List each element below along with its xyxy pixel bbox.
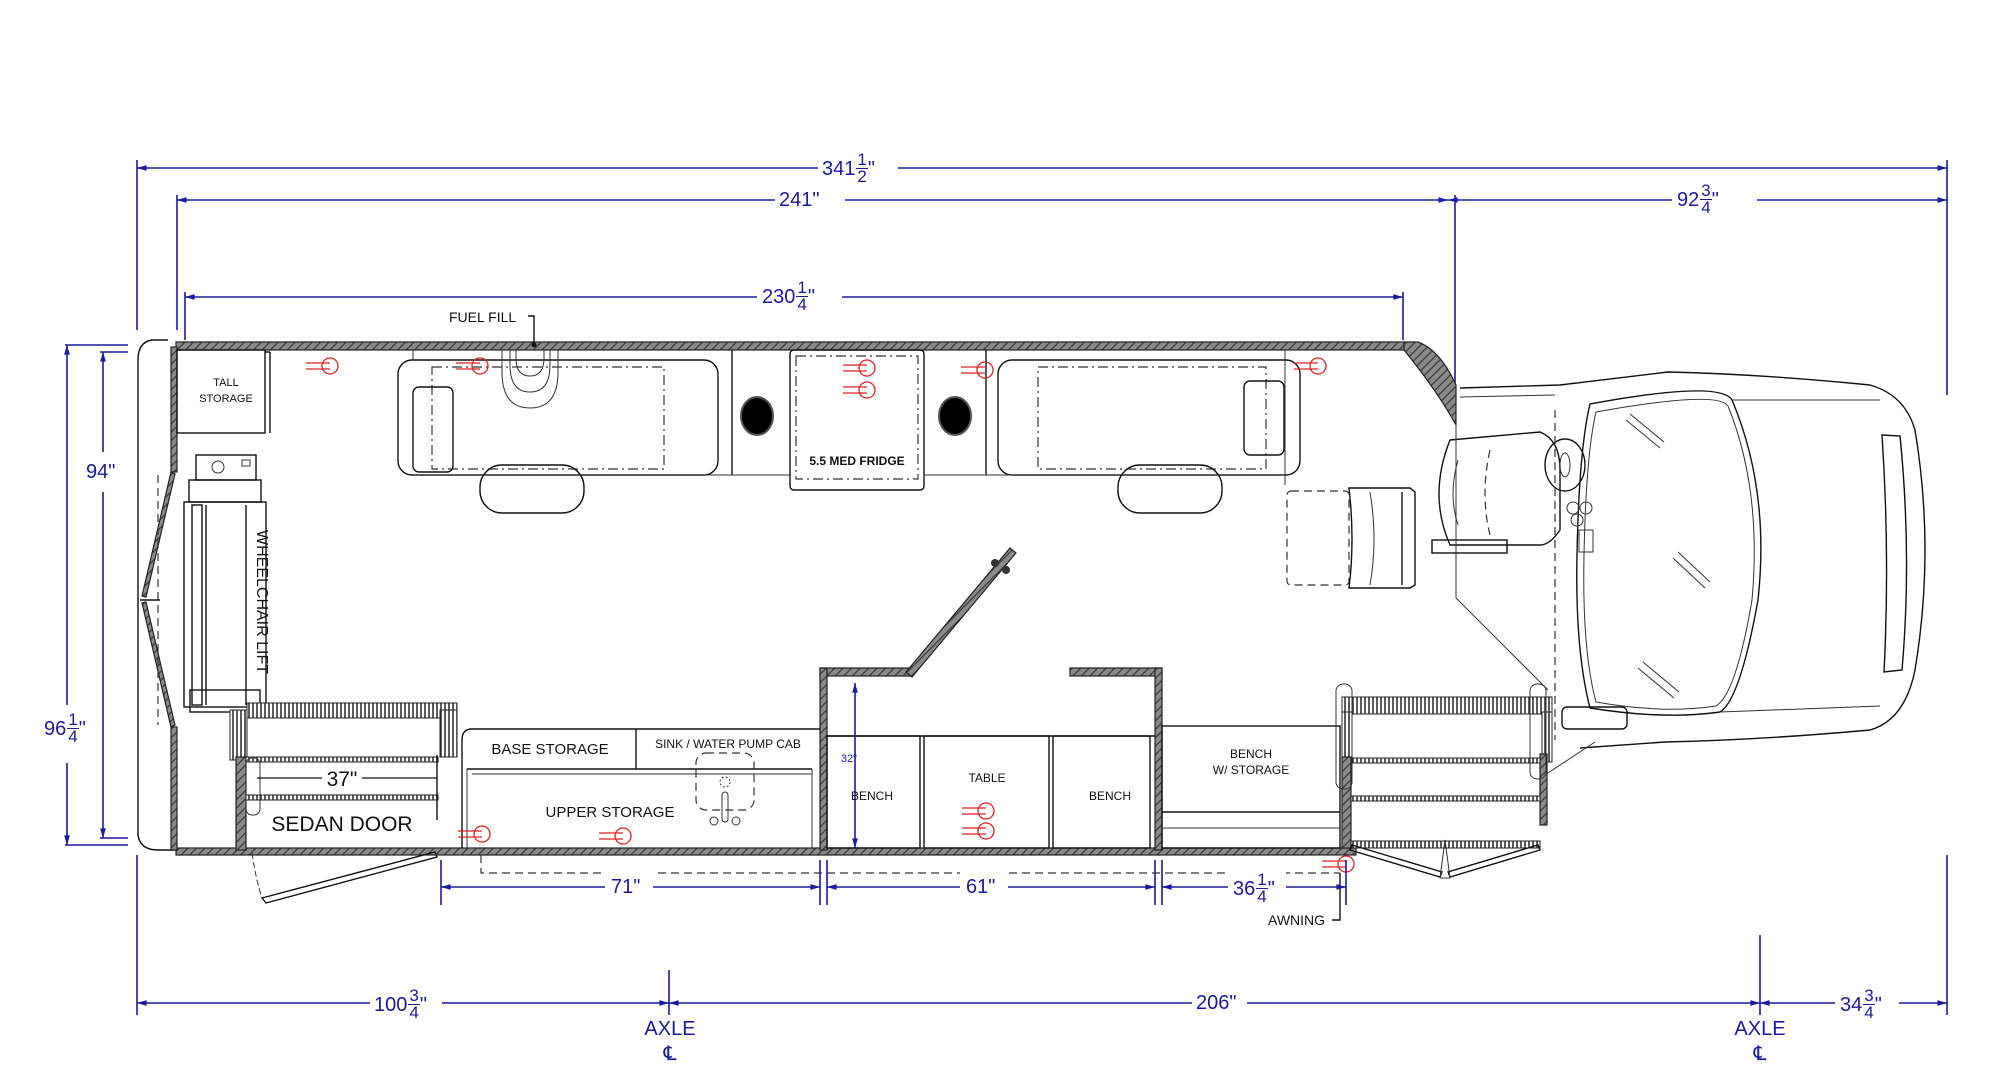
outlet-icon (962, 822, 995, 840)
door-width-label: 37" (327, 768, 358, 791)
outlet-icon (962, 802, 995, 820)
dimension-body-length (176, 180, 1947, 385)
partition-wall-with-door (819, 547, 1163, 851)
dimension-axles (136, 855, 1948, 1027)
bench-right-label: BENCH (1089, 789, 1131, 803)
wheelbase-label: 206" (1196, 992, 1237, 1014)
outlet-icon (1322, 855, 1355, 873)
base-storage-label: BASE STORAGE (491, 741, 608, 758)
centerline-icon: ℄ (663, 1043, 677, 1065)
front-axle-centerline: AXLE ℄ (1730, 1017, 1790, 1067)
outlet-icon (843, 381, 876, 399)
bench-left-label: BENCH (851, 789, 893, 803)
tall-storage-label-1: TALL (213, 377, 238, 389)
outlet-icon (1294, 357, 1327, 375)
bench-storage-label-2: W/ STORAGE (1213, 763, 1289, 777)
cab-partition (1455, 425, 1549, 691)
bench-with-storage: BENCH W/ STORAGE (1161, 725, 1341, 849)
outlet-icon (306, 357, 339, 375)
sink (695, 752, 755, 826)
vehicle-cab (1459, 371, 1926, 776)
awning-label: AWNING (1268, 912, 1325, 928)
dimension-widths (40, 344, 128, 846)
outlet-icon (456, 357, 489, 375)
wheelchair-lift: WHEELCHAIR LIFT (183, 454, 270, 713)
body-length-label: 241" (779, 189, 820, 211)
medical-fridge: 5.5 MED FRIDGE (789, 349, 925, 491)
outlet-icon (458, 825, 491, 843)
wheelchair-lift-label: WHEELCHAIR LIFT (253, 530, 270, 674)
dinette: 32" BENCH TABLE BENCH (826, 683, 1155, 849)
tall-storage-label-2: STORAGE (199, 393, 253, 405)
rear-axle-label: AXLE (644, 1018, 696, 1040)
med-fridge-label: 5.5 MED FRIDGE (809, 454, 904, 468)
tall-storage-cabinet: TALL STORAGE (176, 349, 271, 434)
interior-width-label: 94" (86, 461, 116, 483)
outlet-icon (599, 827, 632, 845)
cabinet-divider-right (924, 350, 1005, 476)
dimension-segments (440, 860, 1347, 910)
electrical-outlets (306, 357, 1355, 873)
exam-table-rear (397, 350, 732, 514)
bench-storage-label-1: BENCH (1230, 747, 1272, 761)
bench-depth-label: 32" (841, 753, 857, 765)
fuel-fill-label: FUEL FILL (449, 309, 516, 325)
vehicle-body-shell (137, 339, 1457, 856)
outlet-icon (961, 361, 994, 379)
upper-storage-label: UPPER STORAGE (546, 804, 675, 821)
sedan-door-area: 37" SEDAN DOOR (229, 702, 458, 904)
cabinet-divider-left (731, 350, 790, 476)
sink-cab-label: SINK / WATER PUMP CAB (655, 737, 801, 751)
awning-outline: AWNING (480, 855, 1341, 928)
table-label: TABLE (968, 771, 1005, 785)
segment-b-label: 61" (966, 876, 996, 898)
driver-seat (1431, 431, 1561, 554)
front-axle-label: AXLE (1734, 1018, 1786, 1040)
sedan-door-label: SEDAN DOOR (271, 813, 412, 836)
front-entry-steps (1335, 683, 1553, 879)
outlet-icon (843, 359, 876, 377)
segment-a-label: 71" (611, 876, 641, 898)
exam-table-front (997, 350, 1301, 514)
attendant-seat (1286, 487, 1416, 589)
fuel-fill: FUEL FILL (449, 309, 559, 409)
dimension-interior-length (184, 278, 1404, 340)
rear-axle-centerline: AXLE ℄ (640, 1017, 700, 1067)
centerline-icon: ℄ (1753, 1043, 1767, 1065)
storage-counter: BASE STORAGE SINK / WATER PUMP CAB UPPER… (461, 728, 820, 848)
